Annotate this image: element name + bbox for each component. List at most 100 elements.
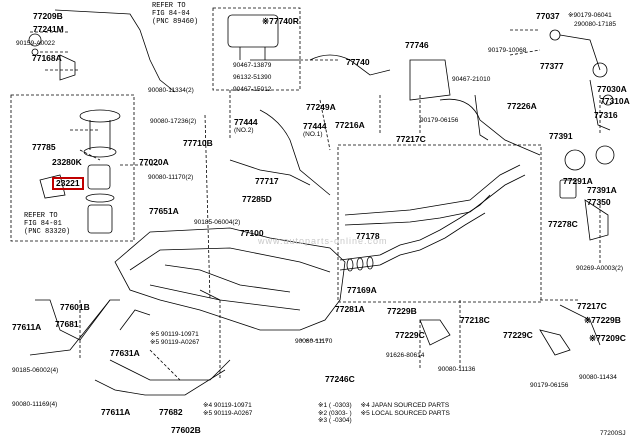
part-label[interactable]: 77710B (183, 138, 213, 148)
legend-row: ※1 ( -0303) ※4 JAPAN SOURCED PARTS (318, 402, 450, 410)
part-label[interactable]: 77682 (159, 407, 183, 417)
legend-key: ※3 (318, 417, 328, 424)
part-label[interactable]: 77350 (587, 197, 611, 207)
part-label[interactable]: 77168A (32, 53, 62, 63)
part-label[interactable]: 77611A (101, 407, 131, 417)
part-label[interactable]: 90080-11170(2) (148, 174, 194, 181)
part-label[interactable]: 77030A (597, 84, 627, 94)
part-label[interactable]: 77100 (240, 228, 264, 238)
part-label[interactable]: (NO.2) (234, 127, 254, 134)
part-label[interactable]: ※4 90119-10971 (203, 402, 252, 409)
legend-text: (0303- ) (328, 409, 352, 417)
part-label[interactable]: ※77209C (589, 333, 626, 343)
legend-key: ※2 (318, 409, 328, 417)
part-label[interactable]: (NO.1) (303, 131, 323, 138)
part-label[interactable]: 77217C (396, 134, 426, 144)
part-label[interactable]: 77391 (549, 131, 573, 141)
part-label[interactable]: 77209B (33, 11, 63, 21)
part-label[interactable]: 90080-11170 (295, 338, 333, 345)
part-label[interactable]: ※5 90119-A0267 (150, 339, 200, 346)
filler-pipe-frame (337, 144, 542, 303)
part-label[interactable]: 90269-A0003(2) (576, 265, 623, 272)
part-label[interactable]: 77377 (540, 61, 564, 71)
part-label[interactable]: 77249A (306, 102, 336, 112)
ref-line-1: REFER TO (24, 212, 58, 220)
part-label[interactable]: 77278C (548, 219, 578, 229)
ref-line-2: FIG 84-04 (152, 10, 190, 18)
part-label[interactable]: 90179-10068 (488, 47, 527, 54)
part-label[interactable]: 90467-13879 (233, 62, 272, 69)
part-label[interactable]: 77241M (33, 24, 64, 34)
part-label[interactable]: 77020A (139, 157, 169, 167)
part-label[interactable]: ※5 90119-A0267 (203, 410, 253, 417)
part-label[interactable]: 90179-06156 (420, 117, 459, 124)
part-label[interactable]: 90080-11434 (579, 374, 617, 381)
part-label[interactable]: 96132-51390 (233, 74, 272, 81)
part-label[interactable]: ※90179-06041 (568, 12, 612, 19)
part-label[interactable]: 77246C (325, 374, 355, 384)
part-label[interactable]: 77285D (242, 194, 272, 204)
part-label[interactable]: 77717 (255, 176, 279, 186)
part-label[interactable]: 77631A (110, 348, 140, 358)
part-label[interactable]: 77169A (347, 285, 377, 295)
highlighted-part-label[interactable]: 23221 (52, 177, 84, 190)
part-label[interactable]: 77651A (149, 206, 179, 216)
part-label[interactable]: 77444 (303, 121, 327, 131)
part-label[interactable]: 77291A (563, 176, 593, 186)
part-label[interactable]: 90467-21010 (452, 76, 491, 83)
part-label[interactable]: 77391A (587, 185, 617, 195)
part-label[interactable]: 77310A (600, 96, 630, 106)
part-label[interactable]: 90159-A0022 (16, 40, 56, 47)
part-label[interactable]: 77444 (234, 117, 258, 127)
part-label[interactable]: 77746 (405, 40, 429, 50)
legend-key: ※4 (360, 402, 370, 409)
ref-line-3: (PNC 83320) (24, 228, 71, 236)
part-label[interactable]: 77226A (507, 101, 537, 111)
part-label[interactable]: ※77229B (584, 315, 621, 325)
part-label[interactable]: 77601B (60, 302, 90, 312)
part-label[interactable]: 77178 (356, 231, 380, 241)
part-label[interactable]: 90080-11334(2) (148, 87, 194, 94)
diagram-id: 77200SJ (600, 430, 626, 437)
legend: ※1 ( -0303) ※4 JAPAN SOURCED PARTS ※2 (0… (318, 402, 450, 425)
part-label[interactable]: 23280K (52, 157, 82, 167)
legend-text: ( -0303) (328, 402, 352, 409)
legend-key: ※1 (318, 402, 328, 409)
part-label[interactable]: 90467-15012 (233, 86, 272, 93)
part-label[interactable]: 77681 (55, 319, 79, 329)
part-label[interactable]: 77229C (395, 330, 425, 340)
part-label[interactable]: ※5 90119-10971 (150, 331, 199, 338)
part-label[interactable]: 77602B (171, 425, 201, 435)
part-label[interactable]: 90179-06156 (530, 382, 569, 389)
part-label[interactable]: 77216A (335, 120, 365, 130)
part-label[interactable]: 90185-06002(4) (12, 367, 59, 374)
part-label[interactable]: 77785 (32, 142, 56, 152)
ref-fig-84-04[interactable]: REFER TO FIG 84-04 (PNC 89460) (152, 2, 198, 26)
part-label[interactable]: 90080-17236(2) (150, 118, 197, 125)
ref-line-1: REFER TO (152, 2, 186, 10)
part-label[interactable]: 77217C (577, 301, 607, 311)
part-label[interactable]: 90080-11136 (438, 366, 476, 373)
part-label[interactable]: ※77740R (262, 16, 299, 26)
part-label[interactable]: 90185-06004(2) (194, 219, 241, 226)
legend-row: ※2 (0303- ) ※5 LOCAL SOURCED PARTS (318, 410, 450, 418)
legend-text: LOCAL SOURCED PARTS (371, 409, 450, 417)
ref-fig-84-01[interactable]: REFER TO FIG 84-01 (PNC 83320) (24, 212, 70, 236)
part-label[interactable]: 91626-80614 (386, 352, 425, 359)
part-label[interactable]: 77229B (387, 306, 417, 316)
part-label[interactable]: 77218C (460, 315, 490, 325)
part-label[interactable]: 77037 (536, 11, 560, 21)
pump-assembly-frame (10, 94, 135, 242)
part-label[interactable]: 90080-11169(4) (12, 401, 58, 408)
part-label[interactable]: 290080-17185 (574, 21, 616, 28)
part-label[interactable]: 77740 (346, 57, 370, 67)
part-label[interactable]: 77281A (335, 304, 365, 314)
fuel-tank (114, 227, 346, 331)
part-label[interactable]: 77611A (12, 322, 42, 332)
ref-line-2: FIG 84-01 (24, 220, 62, 228)
ref-line-3: (PNC 89460) (152, 18, 199, 26)
part-label[interactable]: 77229C (503, 330, 533, 340)
part-label[interactable]: 77316 (594, 110, 618, 120)
